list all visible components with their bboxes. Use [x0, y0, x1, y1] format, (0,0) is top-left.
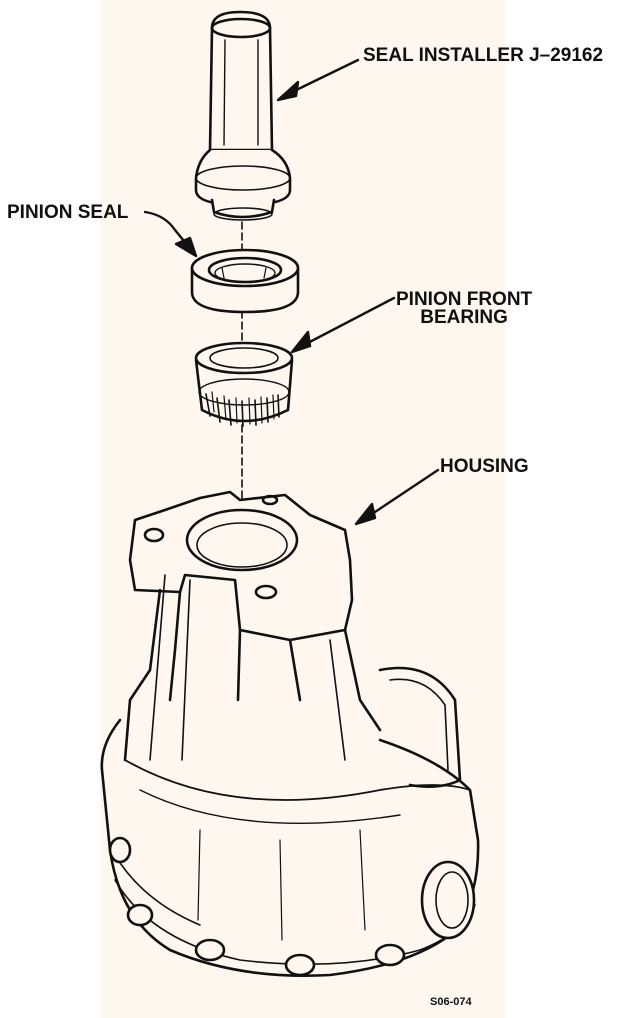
- figure-code: S06-074: [430, 996, 472, 1008]
- seal-installer-label: SEAL INSTALLER J–29162: [363, 45, 604, 66]
- pinion-front-bearing-label-line2: BEARING: [420, 307, 508, 328]
- housing-label: HOUSING: [440, 456, 529, 477]
- pinion-front-bearing-label-line1: PINION FRONT: [396, 289, 533, 310]
- pinion-front-bearing-label: PINION FRONT BEARING: [396, 289, 533, 328]
- housing-part: [100, 490, 480, 978]
- pinion-seal-label: PINION SEAL: [7, 202, 129, 223]
- leader-arrows: [143, 58, 440, 526]
- pinion-front-bearing-part: [194, 341, 294, 427]
- pinion-seal-part: [190, 248, 300, 314]
- seal-installer-tool: [194, 10, 292, 221]
